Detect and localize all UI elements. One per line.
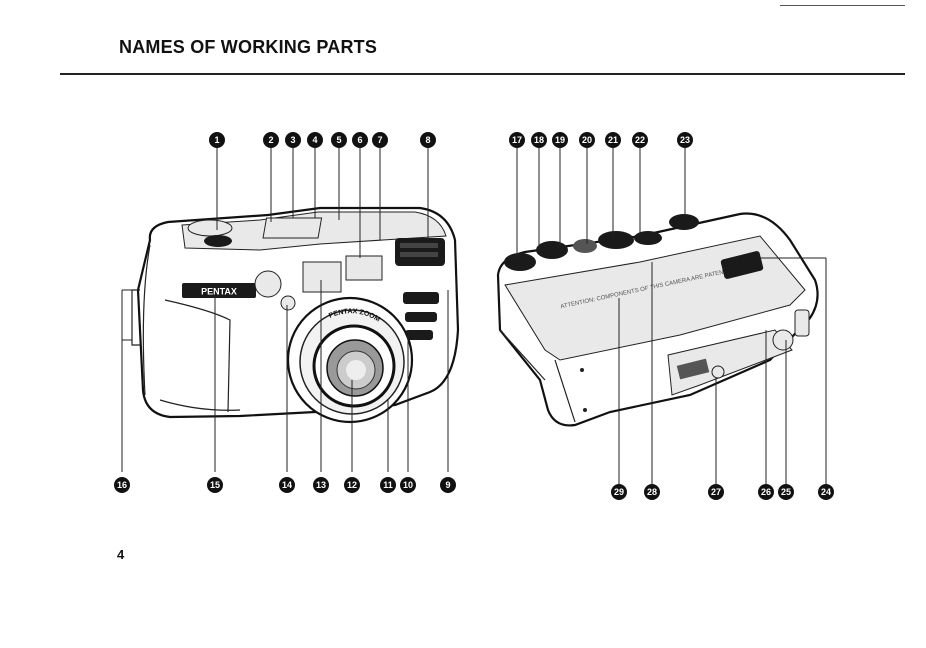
svg-text:17: 17 — [512, 135, 522, 145]
svg-text:7: 7 — [377, 135, 382, 145]
callout-back-26: 26 — [758, 484, 774, 500]
svg-text:10: 10 — [403, 480, 413, 490]
shutter-release-button — [188, 220, 232, 236]
callout-back-22: 22 — [632, 132, 648, 148]
svg-text:23: 23 — [680, 135, 690, 145]
callout-back-23: 23 — [677, 132, 693, 148]
lcd-panel — [263, 218, 322, 238]
svg-text:21: 21 — [608, 135, 618, 145]
svg-text:1: 1 — [214, 135, 219, 145]
svg-text:6: 6 — [357, 135, 362, 145]
svg-text:28: 28 — [647, 487, 657, 497]
autofocus-window — [255, 271, 281, 297]
shutter-button-back — [669, 214, 699, 230]
callout-front-3: 3 — [285, 132, 301, 148]
callout-front-5: 5 — [331, 132, 347, 148]
callout-back-27: 27 — [708, 484, 724, 500]
light-sensor — [281, 296, 295, 310]
callout-front-1: 1 — [209, 132, 225, 148]
camera-front-view: PENTAX PENTAX ZOOM — [132, 208, 458, 422]
svg-text:13: 13 — [316, 480, 326, 490]
page-number: 4 — [117, 547, 124, 562]
callout-back-25: 25 — [778, 484, 794, 500]
tripod-socket — [712, 366, 724, 378]
svg-text:16: 16 — [117, 480, 127, 490]
callout-back-18: 18 — [531, 132, 547, 148]
svg-text:25: 25 — [781, 487, 791, 497]
callout-front-15: 15 — [207, 477, 223, 493]
callout-front-4: 4 — [307, 132, 323, 148]
callout-back-20: 20 — [579, 132, 595, 148]
callout-back-28: 28 — [644, 484, 660, 500]
callout-back-24: 24 — [818, 484, 834, 500]
svg-text:4: 4 — [312, 135, 317, 145]
callout-front-16: 16 — [114, 477, 130, 493]
brand-logo: PENTAX — [201, 287, 237, 297]
mode-dial — [504, 253, 536, 271]
svg-text:27: 27 — [711, 487, 721, 497]
zoom-lens — [288, 298, 412, 422]
svg-text:8: 8 — [425, 135, 430, 145]
svg-text:11: 11 — [383, 480, 393, 490]
svg-text:19: 19 — [555, 135, 565, 145]
callout-front-13: 13 — [313, 477, 329, 493]
callout-front-9: 9 — [440, 477, 456, 493]
callout-front-12: 12 — [344, 477, 360, 493]
camera-back-view: ATTENTION: COMPONENTS OF THIS CAMERA ARE… — [498, 214, 818, 426]
svg-text:9: 9 — [445, 480, 450, 490]
callout-front-11: 11 — [380, 477, 396, 493]
callout-front-2: 2 — [263, 132, 279, 148]
callout-front-14: 14 — [279, 477, 295, 493]
svg-text:24: 24 — [821, 487, 831, 497]
callout-front-8: 8 — [420, 132, 436, 148]
callout-back-21: 21 — [605, 132, 621, 148]
svg-text:15: 15 — [210, 480, 220, 490]
svg-text:12: 12 — [347, 480, 357, 490]
callout-front-7: 7 — [372, 132, 388, 148]
svg-text:20: 20 — [582, 135, 592, 145]
callout-back-29: 29 — [611, 484, 627, 500]
battery-cover — [773, 330, 793, 350]
svg-text:29: 29 — [614, 487, 624, 497]
svg-text:22: 22 — [635, 135, 645, 145]
zoom-lever — [598, 231, 634, 249]
svg-text:18: 18 — [534, 135, 544, 145]
svg-text:26: 26 — [761, 487, 771, 497]
svg-text:3: 3 — [290, 135, 295, 145]
callout-front-6: 6 — [352, 132, 368, 148]
callout-back-19: 19 — [552, 132, 568, 148]
svg-text:14: 14 — [282, 480, 292, 490]
callout-front-10: 10 — [400, 477, 416, 493]
viewfinder-window — [303, 262, 341, 292]
svg-text:5: 5 — [336, 135, 341, 145]
callout-back-17: 17 — [509, 132, 525, 148]
svg-text:2: 2 — [268, 135, 273, 145]
